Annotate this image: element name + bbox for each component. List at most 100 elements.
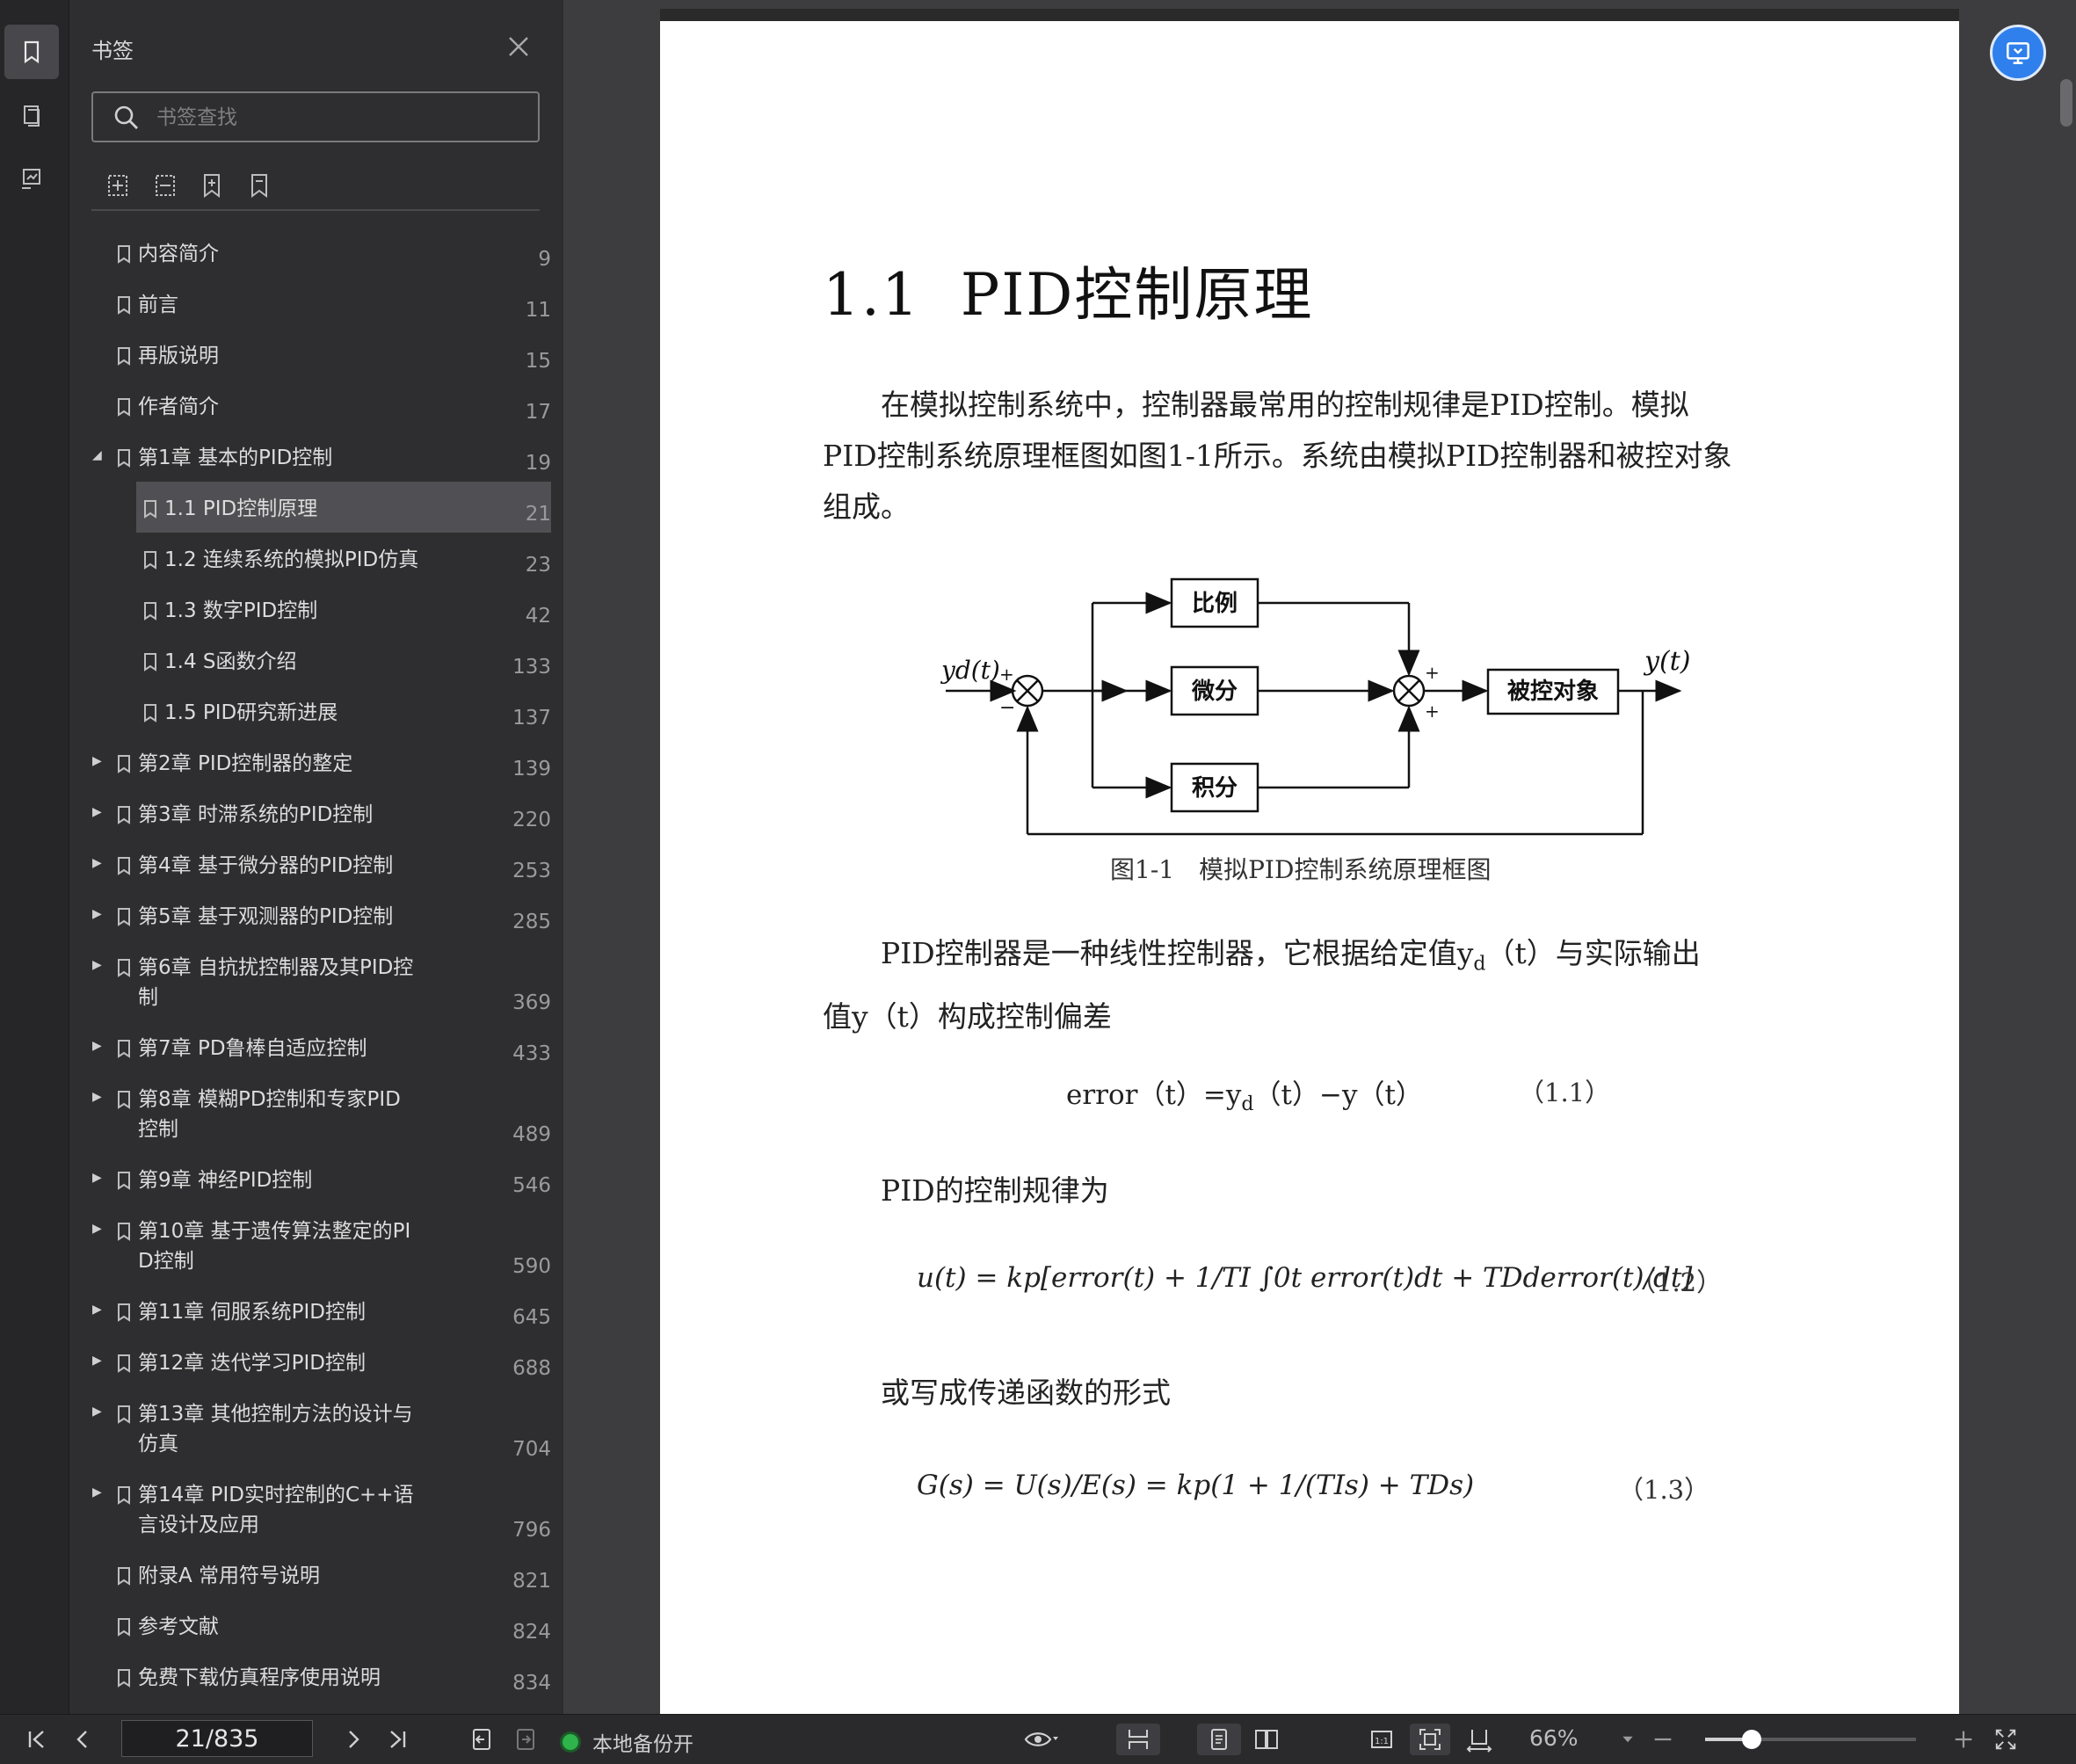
document-viewer[interactable]: 1.1 PID控制原理 在模拟控制系统中，控制器最常用的控制规律是PID控制。模…	[563, 0, 2076, 1714]
collapsed-triangle-icon[interactable]: ▶	[92, 1090, 102, 1104]
bookmark-label-line: 前言	[138, 294, 178, 316]
eq1-right: （t）−y（t）	[1253, 1079, 1423, 1111]
bookmark-icon	[118, 1354, 130, 1373]
bookmark-icon	[144, 653, 156, 671]
two-page-button[interactable]	[1245, 1724, 1288, 1755]
collapsed-triangle-icon[interactable]: ▶	[92, 1303, 102, 1317]
zoom-value[interactable]: 66%	[1529, 1725, 1579, 1751]
bookmark-icon	[118, 1172, 130, 1190]
bookmark-page-number: 11	[525, 299, 551, 322]
bookmark-icon	[24, 40, 40, 64]
fit-page-icon	[1419, 1729, 1441, 1750]
prev-page-button[interactable]	[67, 1724, 98, 1755]
first-page-button[interactable]	[21, 1724, 53, 1755]
actual-size-button[interactable]: 1:1	[1364, 1724, 1399, 1755]
collapsed-triangle-icon[interactable]: ▶	[92, 1354, 102, 1368]
collapsed-triangle-icon[interactable]: ▶	[92, 1039, 102, 1053]
bookmark-label: 前言	[138, 290, 428, 320]
zoom-in-button[interactable]	[1948, 1724, 1979, 1755]
sum2-plus-bottom: +	[1425, 701, 1440, 722]
fit-page-button[interactable]	[1410, 1724, 1450, 1755]
bookmark-label: 第2章 PID控制器的整定	[138, 749, 428, 779]
svg-text:1:1: 1:1	[1375, 1737, 1389, 1746]
bookmark-label: 第4章 基于微分器的PID控制	[138, 851, 428, 881]
search-icon	[114, 105, 138, 129]
page-number-input[interactable]	[121, 1720, 313, 1757]
bookmark-outline-icon	[251, 174, 267, 198]
local-backup-status[interactable]: 本地备份开	[563, 1727, 693, 1757]
collapse-all-button[interactable]	[149, 171, 179, 200]
bottom-toolbar: 本地备份开 1:1 66%	[0, 1714, 2076, 1764]
collapsed-triangle-icon[interactable]: ▶	[92, 1485, 102, 1499]
book-icon	[1255, 1730, 1278, 1749]
bookmark-page-number: 220	[512, 809, 551, 831]
float-action-button[interactable]	[1990, 25, 2046, 81]
bookmark-label: 第13章 其他控制方法的设计与仿真	[138, 1399, 428, 1459]
bookmark-rail-button[interactable]	[4, 25, 59, 79]
bookmark-label-line: D控制	[138, 1250, 194, 1273]
forward-navigation-button[interactable]	[510, 1724, 541, 1755]
bookmark-outline-button[interactable]	[244, 171, 274, 200]
bookmark-page-number: 590	[512, 1255, 551, 1278]
bookmark-search-box[interactable]	[91, 91, 540, 142]
collapsed-triangle-icon[interactable]: ▶	[92, 856, 102, 870]
bookmark-label: 再版说明	[138, 341, 428, 371]
collapsed-triangle-icon[interactable]: ▶	[92, 805, 102, 819]
single-page-icon	[1211, 1729, 1227, 1750]
next-page-button[interactable]	[338, 1724, 369, 1755]
zoom-dropdown[interactable]	[1619, 1724, 1637, 1755]
bookmark-label: 1.2 连续系统的模拟PID仿真	[164, 545, 454, 575]
bookmark-page-number: 546	[512, 1174, 551, 1197]
back-navigation-button[interactable]	[466, 1724, 497, 1755]
bookmark-label: 作者简介	[138, 392, 428, 422]
equation-3-number: （1.3）	[1618, 1475, 1710, 1505]
bookmark-label-line: 1.3 数字PID控制	[164, 599, 318, 622]
thumbnail-rail-button[interactable]	[4, 88, 59, 142]
collapsed-triangle-icon[interactable]: ▶	[92, 907, 102, 921]
bookmark-label-line: 第11章 伺服系统PID控制	[138, 1301, 366, 1324]
bookmark-label: 内容简介	[138, 239, 428, 269]
collapsed-triangle-icon[interactable]: ▶	[92, 1405, 102, 1419]
expanded-triangle-icon[interactable]: ◢	[92, 448, 102, 462]
annotation-icon	[22, 169, 40, 189]
p2-sub: d	[1473, 953, 1486, 976]
add-bookmark-button[interactable]	[197, 171, 227, 200]
annotation-rail-button[interactable]	[4, 151, 59, 206]
bookmark-page-number: 133	[512, 656, 551, 679]
zoom-slider-knob[interactable]	[1741, 1730, 1761, 1749]
bookmark-label: 第5章 基于观测器的PID控制	[138, 902, 428, 932]
bookmark-icon	[118, 908, 130, 926]
bookmark-icon	[144, 500, 156, 519]
last-page-button[interactable]	[381, 1724, 413, 1755]
bookmark-icon	[118, 296, 130, 315]
bookmark-page-number: 285	[512, 911, 551, 933]
output-label: y(t)	[1643, 646, 1690, 677]
expand-all-button[interactable]	[102, 171, 132, 200]
continuous-scroll-button[interactable]	[1116, 1724, 1160, 1755]
eye-care-mode-button[interactable]	[1016, 1724, 1065, 1755]
bookmark-icon	[144, 602, 156, 621]
collapsed-triangle-icon[interactable]: ▶	[92, 1171, 102, 1185]
vertical-scrollbar-thumb[interactable]	[2060, 79, 2072, 127]
chevron-down-icon	[1622, 1736, 1633, 1743]
bookmark-search-input[interactable]	[155, 100, 527, 135]
bookmark-label: 第9章 神经PID控制	[138, 1165, 428, 1195]
fullscreen-button[interactable]	[1990, 1724, 2022, 1755]
close-icon[interactable]	[505, 33, 532, 60]
bookmark-label: 第3章 时滞系统的PID控制	[138, 800, 428, 830]
zoom-slider[interactable]	[1705, 1730, 1916, 1749]
minus-icon	[1654, 1738, 1672, 1741]
zoom-out-button[interactable]	[1647, 1724, 1679, 1755]
fit-width-button[interactable]	[1459, 1724, 1499, 1755]
collapsed-triangle-icon[interactable]: ▶	[92, 754, 102, 768]
single-page-button[interactable]	[1197, 1724, 1241, 1755]
collapsed-triangle-icon[interactable]: ▶	[92, 958, 102, 972]
section-heading: 1.1 PID控制原理	[823, 261, 1314, 329]
forward-page-icon	[517, 1729, 534, 1750]
bookmark-label-line: 第5章 基于观测器的PID控制	[138, 905, 394, 928]
collapsed-triangle-icon[interactable]: ▶	[92, 1222, 102, 1236]
bookmark-label: 第14章 PID实时控制的C++语言设计及应用	[138, 1480, 428, 1540]
bookmark-label: 第6章 自抗扰控制器及其PID控制	[138, 953, 428, 1013]
bookmark-label: 第12章 迭代学习PID控制	[138, 1348, 428, 1378]
